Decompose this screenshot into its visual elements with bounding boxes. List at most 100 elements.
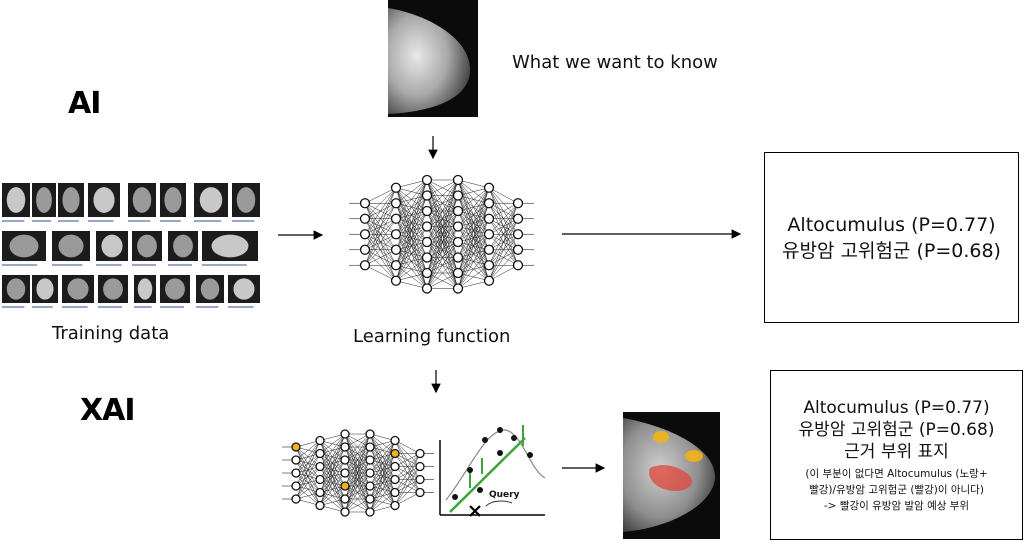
query-mammogram-image bbox=[388, 0, 478, 117]
thumbnail bbox=[134, 275, 156, 308]
ai-output-box: Altocumulus (P=0.77) 유방암 고위험군 (P=0.68) bbox=[764, 152, 1019, 323]
network-node bbox=[512, 244, 524, 255]
network-node bbox=[421, 267, 433, 279]
network-node bbox=[340, 494, 350, 504]
network-node bbox=[365, 429, 375, 439]
network-node bbox=[365, 455, 375, 465]
network-node bbox=[315, 448, 325, 459]
network-node bbox=[365, 442, 375, 452]
highlighted-mammogram-image bbox=[623, 412, 720, 539]
network-node bbox=[359, 213, 371, 224]
thumbnail bbox=[128, 183, 156, 222]
thumbnail bbox=[2, 231, 46, 266]
network-node bbox=[315, 435, 325, 446]
network-node bbox=[483, 275, 495, 286]
network-node bbox=[340, 507, 350, 517]
network-node bbox=[390, 229, 402, 240]
network-node bbox=[452, 190, 464, 201]
network-node bbox=[421, 205, 433, 217]
yellow-highlight-region bbox=[685, 450, 703, 462]
yellow-highlight-region bbox=[653, 431, 669, 443]
network-node bbox=[421, 221, 433, 232]
network-node bbox=[452, 174, 464, 186]
network-node bbox=[452, 283, 464, 294]
thumbnail bbox=[52, 231, 90, 266]
network-node bbox=[483, 198, 495, 209]
xai-note-line-3: -> 빨강이 유방암 발암 예상 부위 bbox=[823, 500, 970, 512]
network-node bbox=[365, 481, 375, 491]
thumbnail bbox=[202, 231, 258, 266]
network-node bbox=[340, 481, 350, 491]
network-node bbox=[291, 442, 301, 452]
network-node bbox=[390, 435, 400, 446]
ai-output-line-2: 유방암 고위험군 (P=0.68) bbox=[782, 239, 1001, 262]
xai-output-line-2: 유방암 고위험군 (P=0.68) bbox=[798, 420, 995, 440]
network-node bbox=[340, 455, 350, 465]
thumbnail bbox=[96, 231, 128, 266]
network-node bbox=[390, 213, 402, 224]
network-node bbox=[452, 221, 464, 232]
network-node bbox=[291, 455, 301, 465]
neural-network-xai bbox=[282, 429, 434, 517]
network-node bbox=[390, 500, 400, 511]
network-node bbox=[390, 275, 402, 286]
network-node bbox=[315, 474, 325, 485]
network-node bbox=[421, 236, 433, 248]
query-label: Query bbox=[489, 490, 520, 500]
network-node bbox=[483, 182, 495, 193]
network-node bbox=[359, 244, 371, 255]
xai-output-box: Altocumulus (P=0.77) 유방암 고위험군 (P=0.68) 근… bbox=[770, 370, 1023, 540]
thumbnail bbox=[32, 275, 58, 308]
network-node bbox=[365, 468, 375, 478]
thumbnail bbox=[194, 183, 228, 222]
training-data-thumbnails bbox=[2, 183, 260, 308]
xai-note-line-2: 빨강)/유방암 고위험군 (빨강)이 아니다) bbox=[809, 484, 984, 496]
network-node bbox=[483, 213, 495, 224]
thumbnail bbox=[160, 183, 186, 222]
thumbnail bbox=[98, 275, 128, 308]
network-node bbox=[415, 474, 425, 485]
network-node bbox=[421, 174, 433, 186]
thumbnail bbox=[196, 275, 224, 308]
neural-network-main bbox=[349, 174, 534, 294]
network-node bbox=[452, 252, 464, 263]
network-node bbox=[359, 229, 371, 240]
learning-function-caption: Learning function bbox=[353, 326, 511, 347]
xai-output-line-1: Altocumulus (P=0.77) bbox=[803, 398, 990, 418]
network-node bbox=[291, 481, 301, 491]
xai-note-line-1: (이 부분이 없다면 Altocumulus (노랑+ bbox=[805, 468, 988, 480]
network-node bbox=[512, 260, 524, 271]
thumbnail bbox=[132, 231, 162, 266]
network-node bbox=[390, 260, 402, 271]
network-node bbox=[512, 213, 524, 224]
network-node bbox=[390, 487, 400, 498]
network-node bbox=[390, 182, 402, 193]
network-node bbox=[421, 190, 433, 201]
xai-label: XAI bbox=[80, 393, 136, 428]
question-caption: What we want to know bbox=[512, 52, 718, 73]
xai-output-line-3: 근거 부위 표지 bbox=[844, 442, 949, 462]
network-node bbox=[315, 461, 325, 472]
thumbnail bbox=[160, 275, 190, 308]
thumbnail bbox=[232, 183, 260, 222]
network-node bbox=[390, 448, 400, 459]
network-node bbox=[421, 283, 433, 294]
explanation-plot bbox=[439, 425, 546, 517]
thumbnail bbox=[58, 183, 84, 222]
network-node bbox=[340, 442, 350, 452]
network-node bbox=[452, 236, 464, 248]
thumbnail bbox=[2, 183, 30, 222]
thumbnail bbox=[168, 231, 198, 266]
thumbnail bbox=[2, 275, 30, 308]
network-node bbox=[512, 198, 524, 209]
network-node bbox=[315, 487, 325, 498]
red-highlight-region bbox=[649, 465, 693, 492]
thumbnail bbox=[32, 183, 56, 222]
network-node bbox=[359, 260, 371, 271]
ai-output-line-1: Altocumulus (P=0.77) bbox=[787, 213, 996, 236]
network-node bbox=[390, 198, 402, 209]
network-node bbox=[390, 461, 400, 472]
network-node bbox=[315, 500, 325, 511]
network-node bbox=[452, 205, 464, 217]
network-node bbox=[390, 474, 400, 485]
